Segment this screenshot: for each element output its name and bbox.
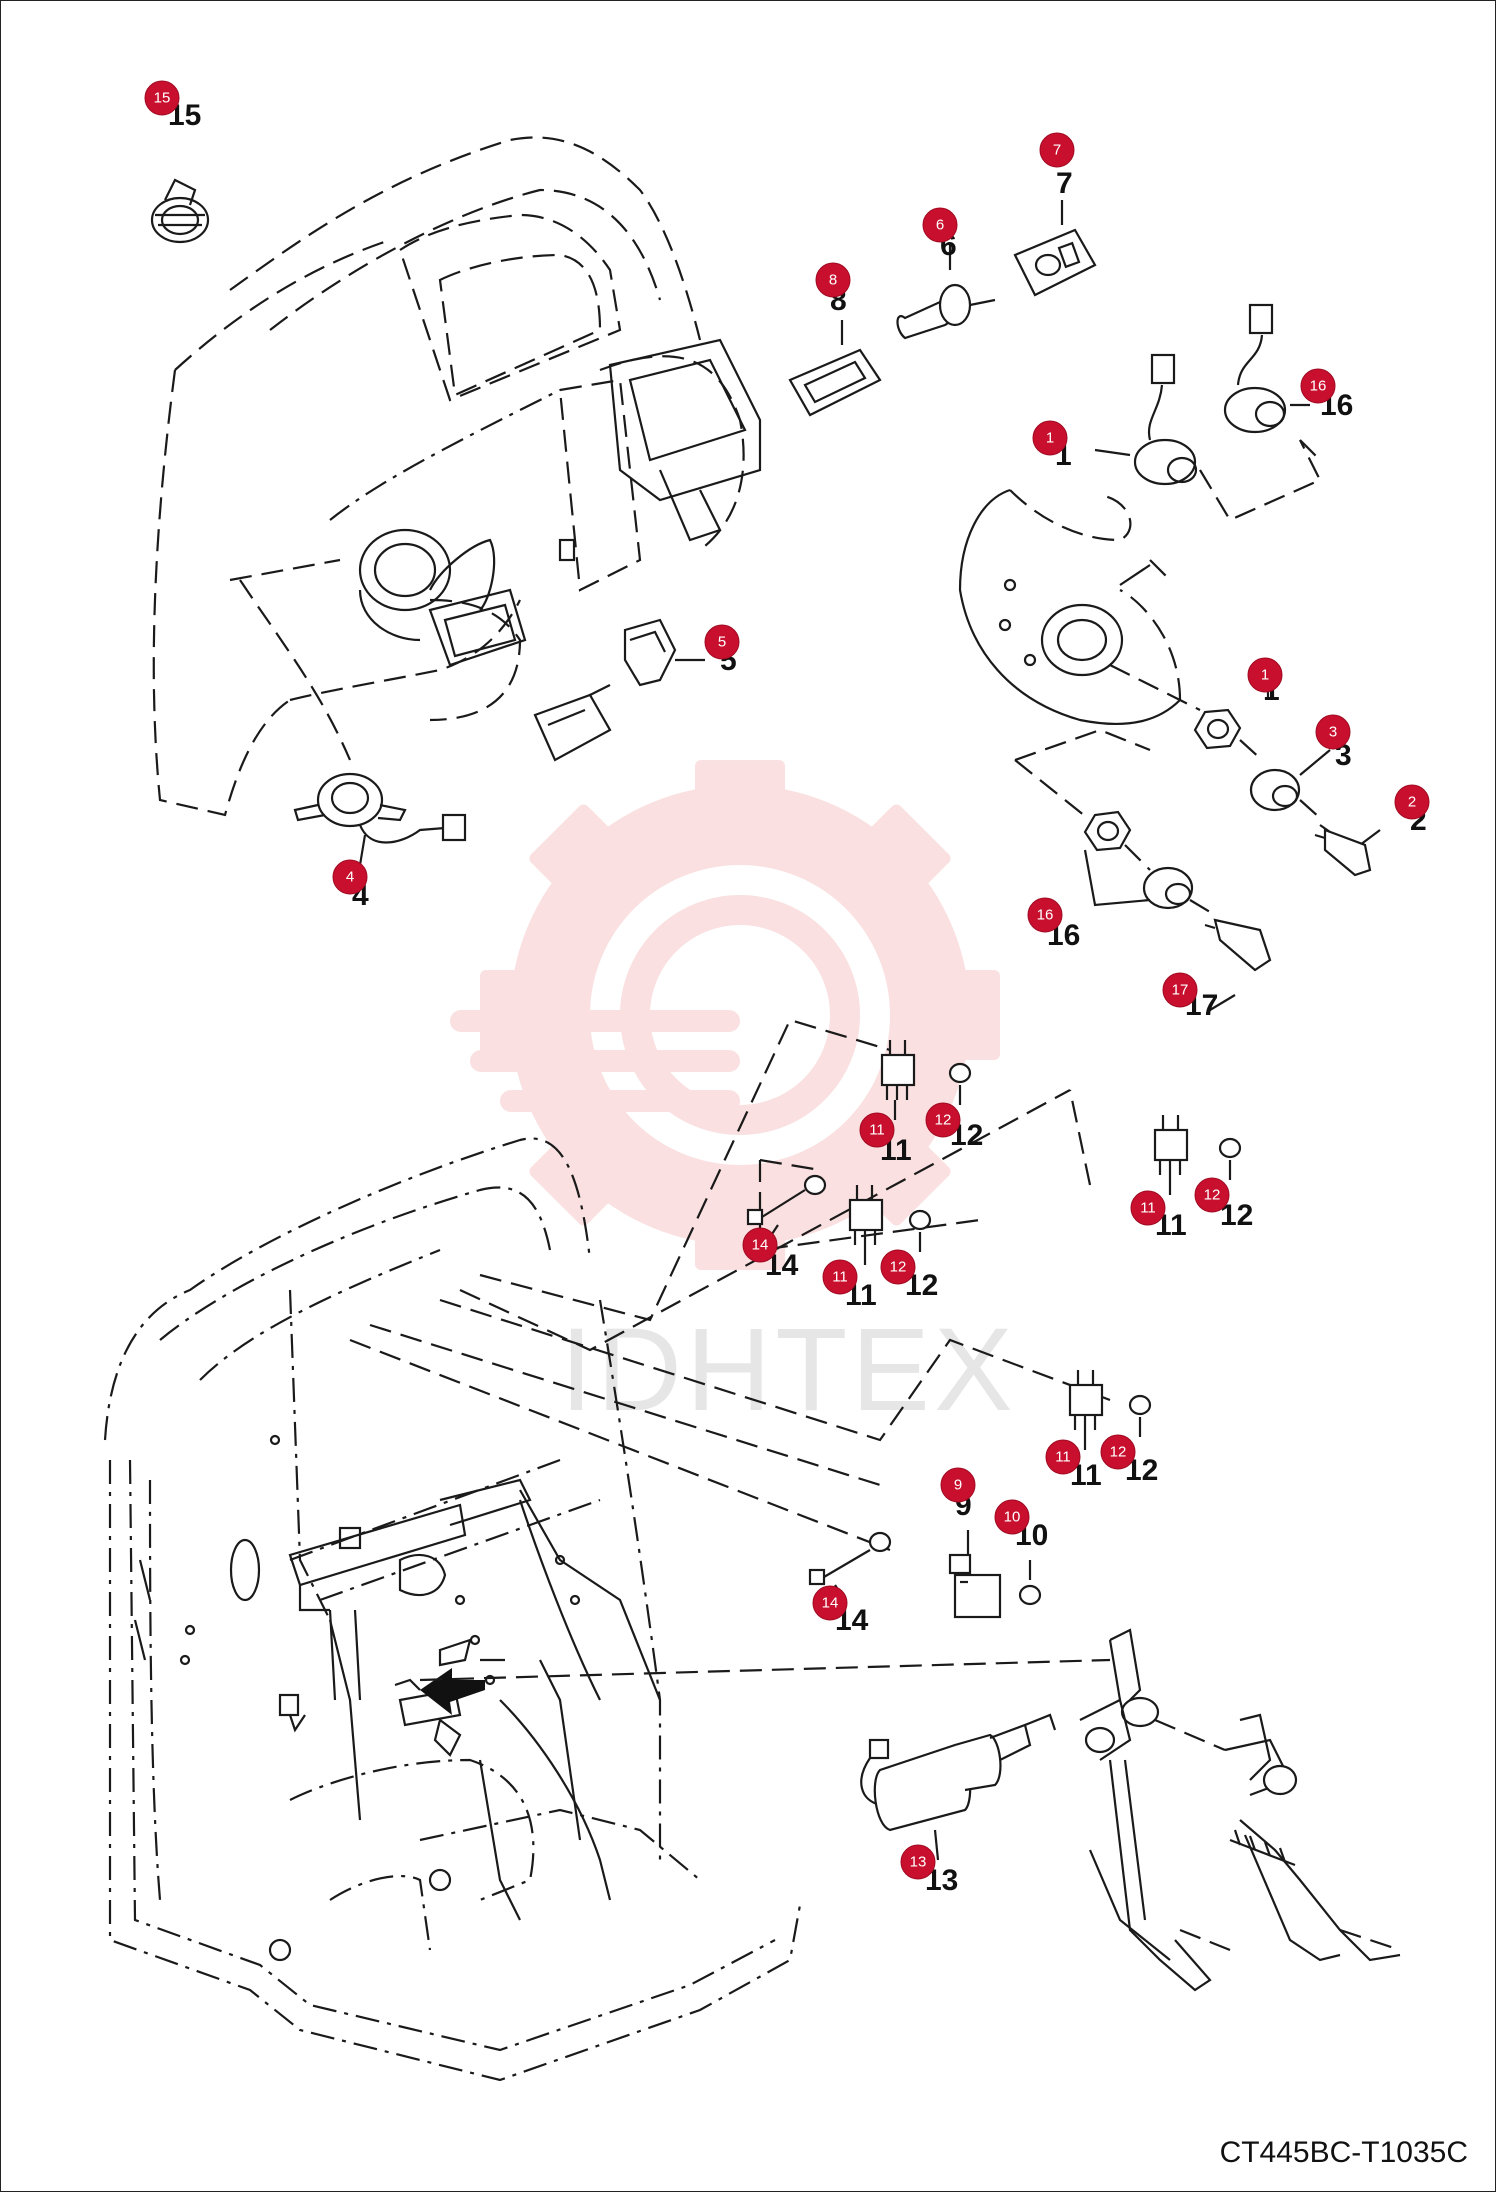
svg-text:16: 16 xyxy=(1037,907,1054,924)
callout-badge: 2 xyxy=(1394,784,1430,820)
svg-text:4: 4 xyxy=(346,869,354,886)
callout-badge: 3 xyxy=(1315,714,1351,750)
callout-badge: 1 xyxy=(1247,657,1283,693)
relay-11-d xyxy=(1068,1370,1152,1450)
callout-num: 7 xyxy=(1056,167,1073,200)
svg-text:7: 7 xyxy=(1053,142,1061,159)
callout-badge: 10 xyxy=(994,1499,1030,1535)
svg-text:11: 11 xyxy=(869,1122,885,1139)
svg-text:11: 11 xyxy=(832,1269,848,1286)
callout-badge: 12 xyxy=(1194,1177,1230,1213)
resistor-14-a xyxy=(746,1174,827,1241)
svg-text:12: 12 xyxy=(935,1112,952,1129)
callout-badge: 1 xyxy=(1032,420,1068,456)
relay-11-a xyxy=(880,1040,972,1120)
indicator-lamp-6 xyxy=(896,245,996,340)
relay-11-c xyxy=(848,1185,932,1265)
watermark-gear-logo xyxy=(450,760,1000,1270)
diagram-code: CT445BC-T1035C xyxy=(1219,2136,1468,2169)
callout-badge: 13 xyxy=(900,1844,936,1880)
svg-text:14: 14 xyxy=(822,1595,839,1612)
callout-badge: 11 xyxy=(859,1112,895,1148)
relay-11-b xyxy=(1153,1115,1242,1195)
callout-badge: 12 xyxy=(1100,1434,1136,1470)
svg-text:12: 12 xyxy=(1110,1444,1127,1461)
lower-dash-frame xyxy=(103,1137,802,2082)
dashboard-panel xyxy=(152,136,762,817)
key-switch-1-top xyxy=(1094,353,1198,486)
svg-text:12: 12 xyxy=(1204,1187,1221,1204)
assembly-arrow xyxy=(420,1668,485,1715)
svg-text:8: 8 xyxy=(829,272,837,289)
callout-badge: 9 xyxy=(940,1467,976,1503)
key-switch-16-top xyxy=(1223,303,1310,434)
callout-badge: 6 xyxy=(922,207,958,243)
column-shroud xyxy=(958,488,1182,726)
svg-text:11: 11 xyxy=(1140,1200,1156,1217)
solenoid-13 xyxy=(860,1713,1057,1861)
callout-badge: 12 xyxy=(880,1249,916,1285)
flasher-9 xyxy=(948,1530,1042,1619)
svg-text:10: 10 xyxy=(1004,1509,1021,1526)
callout-badge: 14 xyxy=(812,1585,848,1621)
svg-text:13: 13 xyxy=(910,1854,927,1871)
svg-text:6: 6 xyxy=(936,217,944,234)
switch-bezel-7 xyxy=(1013,200,1097,297)
callout-badge: 11 xyxy=(822,1259,858,1295)
callout-badges: 15 7 6 8 16 1 5 1 3 2 4 16 17 11 12 11 1… xyxy=(144,80,1430,1880)
svg-text:2: 2 xyxy=(1408,794,1416,811)
svg-text:16: 16 xyxy=(1310,378,1327,395)
callout-badge: 16 xyxy=(1300,368,1336,404)
svg-text:11: 11 xyxy=(1055,1449,1071,1466)
watermark-text: IDHTEX xyxy=(560,1304,1017,1436)
callout-badge: 5 xyxy=(704,624,740,660)
callout-badge: 8 xyxy=(815,262,851,298)
svg-text:15: 15 xyxy=(154,90,171,107)
callout-badge: 15 xyxy=(144,80,180,116)
hose-clamp-15 xyxy=(150,178,210,244)
callout-badge: 16 xyxy=(1027,897,1063,933)
svg-text:1: 1 xyxy=(1046,430,1054,447)
svg-text:17: 17 xyxy=(1172,982,1189,999)
rotary-switch-4 xyxy=(293,772,467,866)
callout-badge: 12 xyxy=(925,1102,961,1138)
svg-text:14: 14 xyxy=(752,1237,769,1254)
callout-badge: 11 xyxy=(1045,1439,1081,1475)
relay-leader-lines xyxy=(349,1018,1111,1682)
callout-badge: 11 xyxy=(1130,1190,1166,1226)
callout-badge: 14 xyxy=(742,1227,778,1263)
bezel-cap-3 xyxy=(1249,749,1331,812)
callout-badge: 4 xyxy=(332,859,368,895)
svg-text:9: 9 xyxy=(954,1477,962,1494)
rocker-switch-8 xyxy=(788,320,882,417)
svg-text:1: 1 xyxy=(1261,667,1269,684)
toggle-switch-5 xyxy=(533,618,705,762)
svg-text:3: 3 xyxy=(1329,724,1337,741)
lower-key-switch-parts xyxy=(1014,728,1272,1011)
key-2 xyxy=(1314,824,1381,877)
callout-badge: 7 xyxy=(1039,132,1075,168)
callout-badge: 17 xyxy=(1162,972,1198,1008)
brake-pedals xyxy=(1079,1628,1401,1992)
resistor-14-b xyxy=(808,1531,892,1601)
svg-text:5: 5 xyxy=(718,634,726,651)
svg-text:12: 12 xyxy=(890,1259,907,1276)
